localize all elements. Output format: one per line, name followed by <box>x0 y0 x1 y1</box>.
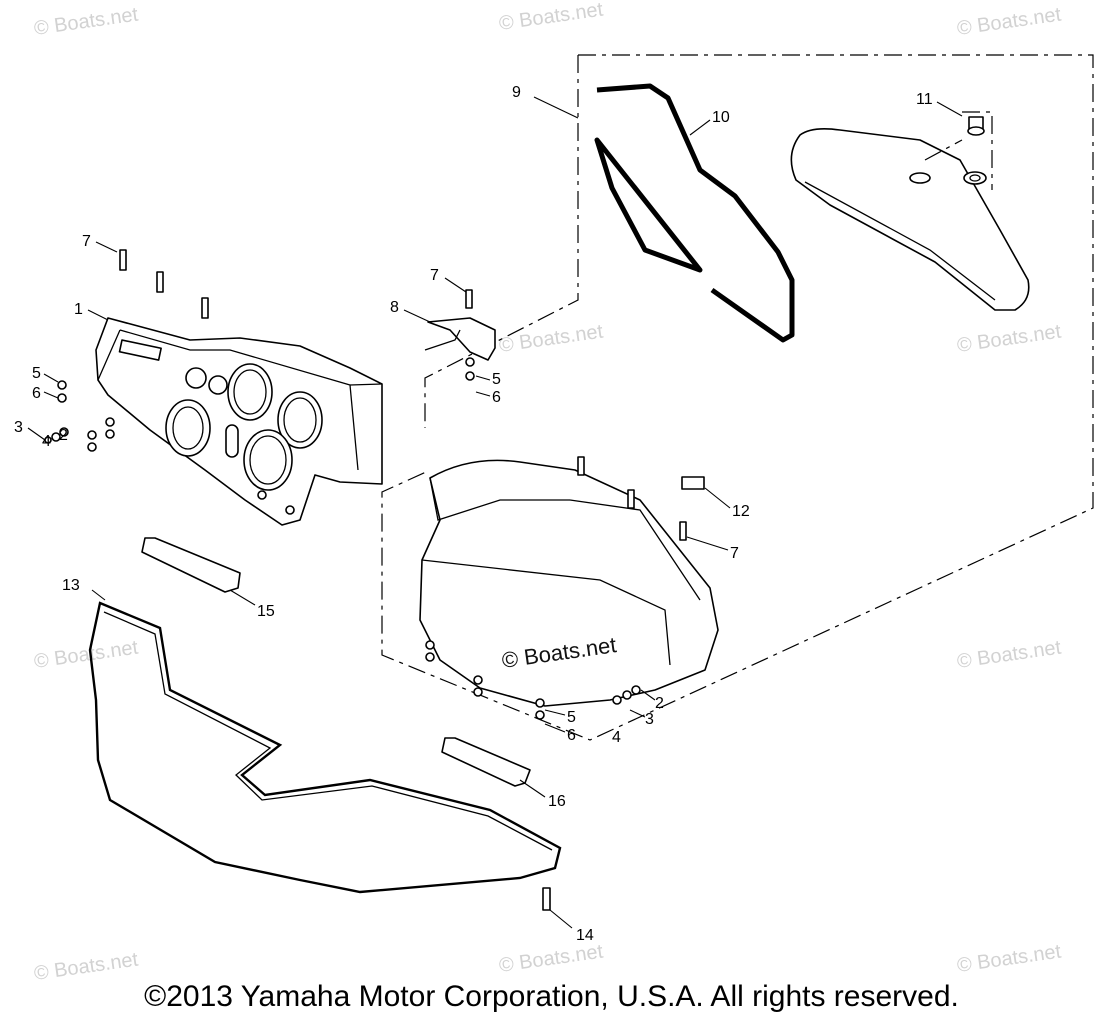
callout-7: 7 <box>430 267 439 284</box>
callout-11: 11 <box>916 91 933 108</box>
bracket-8 <box>427 317 496 361</box>
callout-3: 3 <box>645 711 654 728</box>
callout-8: 8 <box>390 299 399 316</box>
gasket-10 <box>594 83 795 343</box>
watermark: © Boats.net <box>33 4 140 40</box>
callout-1: 1 <box>74 301 83 318</box>
watermark: © Boats.net <box>956 4 1063 40</box>
storage-lid-9 <box>790 128 1030 311</box>
callout-13: 13 <box>62 577 80 594</box>
callout-6: 6 <box>32 385 41 402</box>
callout-7: 7 <box>82 233 91 250</box>
pad-16 <box>441 737 531 787</box>
dashboard-panel-1 <box>95 317 383 526</box>
watermark: © Boats.net <box>33 637 140 673</box>
pad-15 <box>141 537 241 593</box>
callout-4: 4 <box>612 729 621 746</box>
mat-13 <box>88 601 562 894</box>
callout-15: 15 <box>257 603 275 620</box>
watermark: © Boats.net <box>498 0 605 35</box>
watermark: © Boats.net <box>956 321 1063 357</box>
assembly-boundary <box>381 54 1094 741</box>
callout-16: 16 <box>548 793 566 810</box>
hardware <box>44 249 705 911</box>
callouts: 7 1 5 6 3 4 2 9 10 11 7 8 5 6 12 7 13 15… <box>14 84 933 944</box>
leader-lines <box>27 96 963 929</box>
callout-5: 5 <box>32 365 41 382</box>
lock-11 <box>909 111 993 190</box>
storage-box <box>419 459 719 707</box>
watermark: © Boats.net <box>956 637 1063 673</box>
watermark: © Boats.net <box>498 941 605 977</box>
copyright-notice: ©2013 Yamaha Motor Corporation, U.S.A. A… <box>144 980 959 1013</box>
callout-9: 9 <box>512 84 521 101</box>
callout-4: 4 <box>42 433 51 450</box>
callout-6: 6 <box>492 389 501 406</box>
callout-14: 14 <box>576 927 594 944</box>
watermark: © Boats.net <box>956 941 1063 977</box>
callout-3: 3 <box>14 419 23 436</box>
callout-7: 7 <box>730 545 739 562</box>
callout-2: 2 <box>59 427 68 444</box>
callout-6: 6 <box>567 727 576 744</box>
callout-12: 12 <box>732 503 750 520</box>
callout-5: 5 <box>567 709 576 726</box>
callout-2: 2 <box>655 695 664 712</box>
watermark: © Boats.net <box>498 321 605 357</box>
callout-5: 5 <box>492 371 501 388</box>
callout-10: 10 <box>712 109 730 126</box>
